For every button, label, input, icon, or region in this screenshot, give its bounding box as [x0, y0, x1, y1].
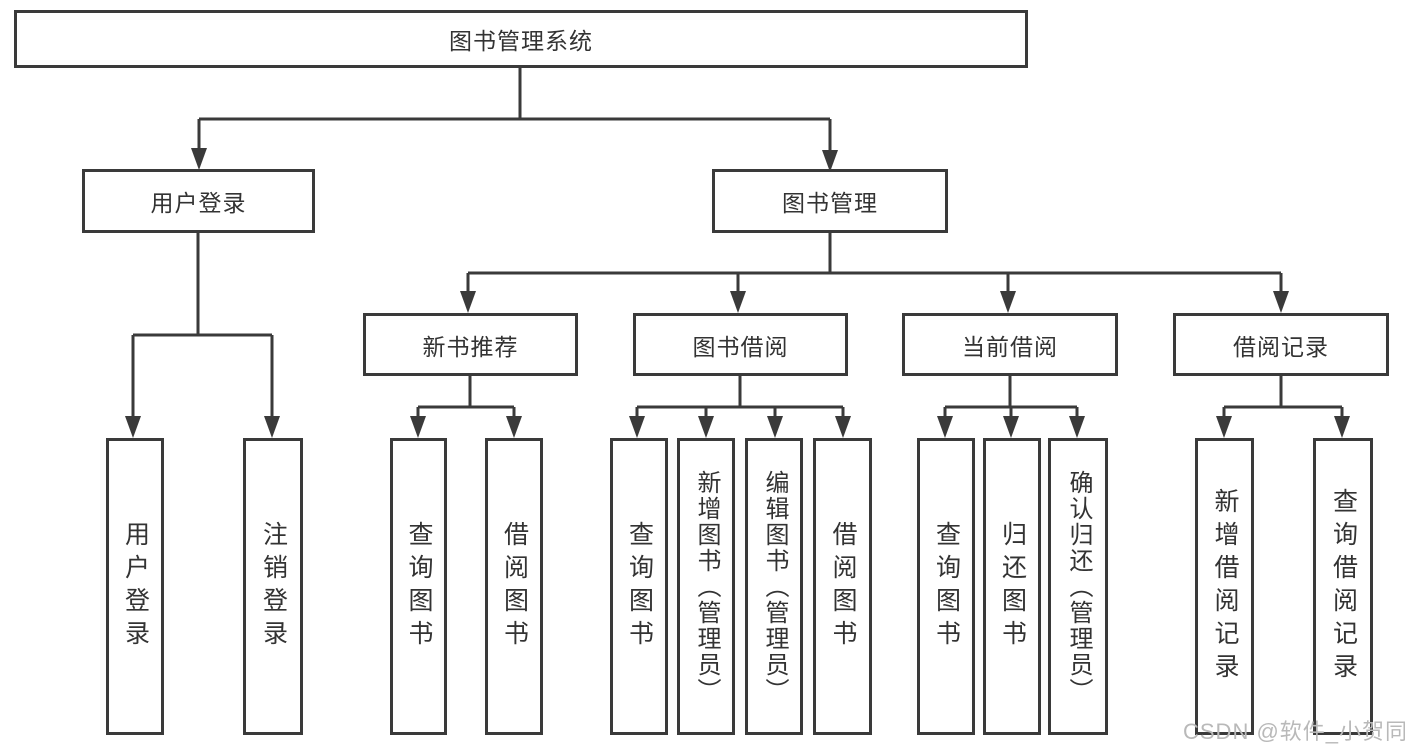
node-book-borrow: 图书借阅	[633, 313, 848, 376]
arrow-icon	[835, 416, 851, 438]
connector-book-borrow-split	[635, 376, 845, 417]
leaf-return-book-label: 归还图书	[998, 520, 1027, 653]
arrow-icon	[1003, 416, 1019, 438]
arrow-icon	[1000, 291, 1016, 313]
node-new-book-recommend-label: 新书推荐	[422, 333, 519, 360]
node-current-borrow: 当前借阅	[902, 313, 1118, 376]
leaf-user-login-label: 用户登录	[121, 520, 150, 653]
arrow-icon	[460, 291, 476, 313]
node-root: 图书管理系统	[14, 10, 1028, 68]
leaf-query-book-newbook-label: 查询图书	[405, 520, 433, 653]
leaf-borrow-book-newbook-label: 借阅图书	[500, 520, 529, 653]
leaf-borrow-book-label: 借阅图书	[829, 520, 857, 653]
arrow-icon	[410, 416, 426, 438]
leaf-borrow-book-newbook: 借阅图书	[485, 438, 543, 735]
connector-root-to-level2	[197, 68, 832, 151]
arrow-icon	[1273, 291, 1289, 313]
leaf-add-book-admin-label: 新增图书（管理员）	[693, 469, 720, 704]
arrow-icon	[767, 416, 783, 438]
arrow-icon	[191, 148, 207, 170]
arrow-icon	[937, 416, 953, 438]
arrow-icon	[698, 416, 714, 438]
node-book-management-label: 图书管理	[782, 190, 878, 216]
leaf-return-book: 归还图书	[983, 438, 1041, 735]
connector-borrow-record-split	[1222, 376, 1344, 417]
node-borrow-record-label: 借阅记录	[1233, 333, 1329, 360]
leaf-query-book-newbook: 查询图书	[390, 438, 447, 735]
arrow-icon	[125, 416, 141, 438]
arrow-icon	[730, 291, 746, 313]
leaf-edit-book-admin-label: 编辑图书（管理员）	[761, 469, 788, 704]
leaf-user-login: 用户登录	[106, 438, 164, 735]
connector-new-book-split	[416, 376, 516, 417]
leaf-query-book-current: 查询图书	[917, 438, 975, 735]
arrow-icon	[1334, 416, 1350, 438]
leaf-confirm-return-admin-label: 确认归还（管理员）	[1065, 469, 1092, 704]
connector-user-login-split	[131, 233, 274, 417]
leaf-confirm-return-admin: 确认归还（管理员）	[1048, 438, 1108, 735]
leaf-add-borrow-record-label: 新增借阅记录	[1211, 487, 1239, 686]
node-book-borrow-label: 图书借阅	[692, 333, 789, 360]
leaf-query-borrow-record-label: 查询借阅记录	[1329, 487, 1358, 686]
node-root-label: 图书管理系统	[449, 28, 593, 54]
leaf-query-book-current-label: 查询图书	[932, 520, 961, 653]
leaf-logout: 注销登录	[243, 438, 303, 735]
node-user-login-label: 用户登录	[150, 190, 247, 216]
node-new-book-recommend: 新书推荐	[363, 313, 578, 376]
leaf-add-book-admin: 新增图书（管理员）	[677, 438, 735, 735]
node-user-login: 用户登录	[82, 169, 315, 233]
leaf-query-borrow-record: 查询借阅记录	[1313, 438, 1373, 735]
watermark: CSDN @软件_小贺同学	[1183, 719, 1405, 744]
connector-book-mgmt-split	[466, 233, 1283, 292]
node-borrow-record: 借阅记录	[1173, 313, 1389, 376]
arrow-icon	[629, 416, 645, 438]
arrow-icon	[1069, 416, 1085, 438]
leaf-query-book-borrow: 查询图书	[610, 438, 668, 735]
leaf-logout-label: 注销登录	[259, 520, 288, 653]
leaf-edit-book-admin: 编辑图书（管理员）	[745, 438, 803, 735]
arrow-icon	[506, 416, 522, 438]
arrow-icon	[1216, 416, 1232, 438]
leaf-query-book-borrow-label: 查询图书	[625, 520, 654, 653]
leaf-add-borrow-record: 新增借阅记录	[1195, 438, 1254, 735]
node-current-borrow-label: 当前借阅	[962, 333, 1058, 360]
leaf-borrow-book: 借阅图书	[813, 438, 872, 735]
connector-current-borrow-split	[943, 376, 1079, 417]
arrow-icon	[264, 416, 280, 438]
node-book-management: 图书管理	[712, 169, 948, 233]
